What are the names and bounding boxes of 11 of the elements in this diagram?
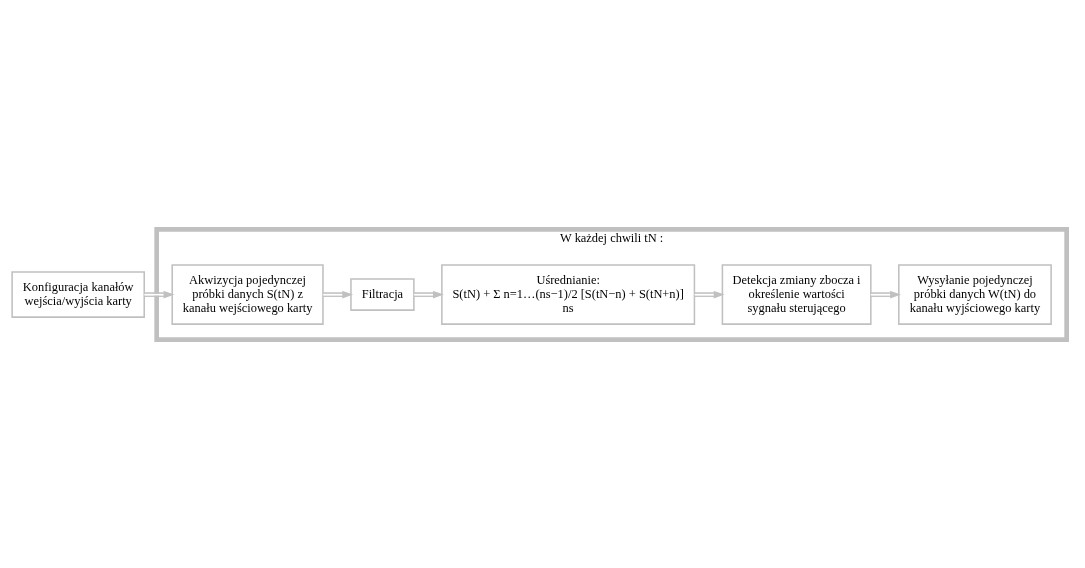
node-box: Konfiguracja kanałów wejścia/wyjścia karty	[11, 270, 145, 318]
node-box: Detekcja zmiany zbocza i określenie wartości sygnału sterującego	[721, 263, 872, 325]
arrow	[870, 290, 902, 298]
arrow	[693, 290, 725, 298]
node-box: Wysyłanie pojedynczej próbki danych W(tN) do kanału wyjściowego karty	[898, 263, 1052, 325]
node-box: Filtracja	[350, 277, 415, 311]
node-box: Uśrednianie: S(tN) + Σ n=1…(ns−1)/2 [S(tN−n) + S(tN+n)] ns	[441, 263, 696, 325]
arrow	[143, 290, 175, 298]
arrow	[322, 290, 354, 298]
node-box: Akwizycja pojedynczej próbki danych S(tN) z kanału wejściowego karty	[171, 263, 324, 325]
arrow	[413, 290, 444, 298]
